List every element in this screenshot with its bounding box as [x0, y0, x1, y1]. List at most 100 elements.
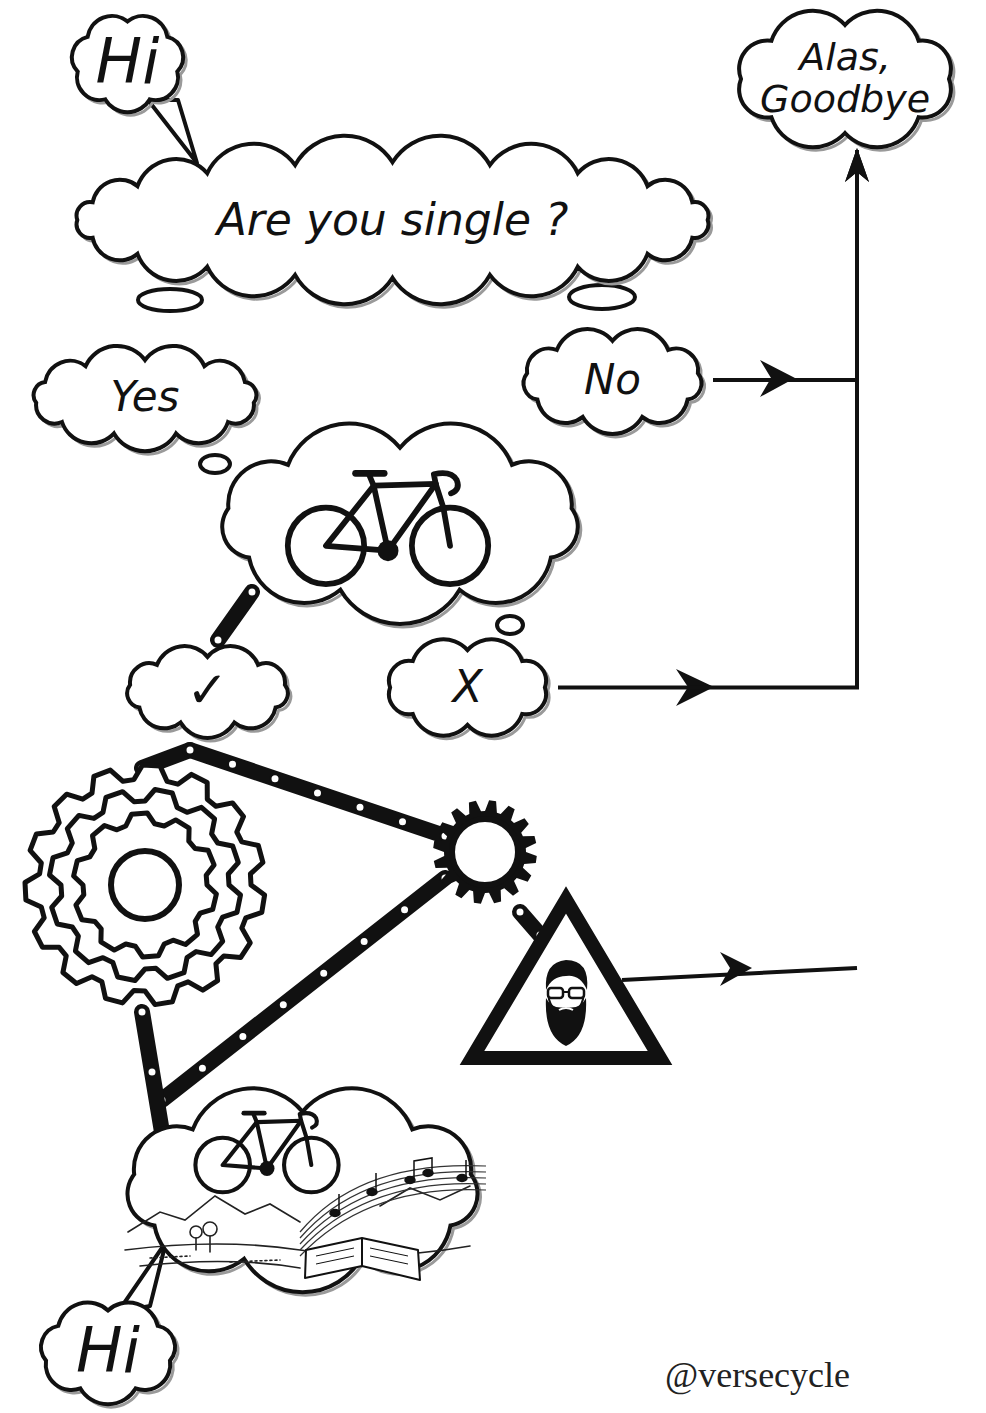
gear-cassette: [111, 851, 179, 919]
cloud-outline: [72, 16, 183, 112]
music-staff: [300, 1166, 486, 1256]
music-note: [330, 1158, 467, 1217]
thought-bubble: [569, 285, 635, 309]
text-holder: Hi: [28, 1294, 188, 1409]
speech-bubble: Alas, Goodbye: [720, 4, 970, 154]
thought-bubble: [497, 616, 523, 634]
cloud-text: Yes: [111, 374, 180, 420]
landscape: [203, 1222, 217, 1236]
bike-chain: [238, 1032, 247, 1041]
gear-cassette: [25, 765, 537, 1005]
thought-bubble: [138, 289, 202, 311]
landscape: [190, 1226, 202, 1238]
bicycle-icon: [288, 473, 488, 584]
bike-chain: [319, 969, 328, 978]
bike-chain: [356, 803, 365, 812]
landscape: [380, 1186, 470, 1206]
bike-chain: [516, 908, 525, 917]
bike-chain: [142, 1012, 162, 1132]
cloud-text: X: [452, 663, 482, 711]
text-holder: Hi: [60, 5, 195, 120]
dream-cloud: [127, 1088, 477, 1292]
answer-cloud: X: [375, 635, 560, 740]
bike-chain: [248, 588, 257, 597]
gear-cassette: [74, 813, 217, 957]
bike-chain: [186, 746, 195, 755]
answer-cloud: No: [510, 325, 715, 435]
open-book: [305, 1238, 420, 1280]
bike-chain: [198, 1064, 207, 1073]
bike-chain: [398, 817, 407, 826]
text-holder: No: [510, 325, 715, 435]
music-note: [414, 1158, 432, 1180]
warning-sign: [563, 991, 569, 993]
music-staff: [300, 1166, 486, 1232]
bike-chain: [400, 905, 409, 914]
warning-sign: [548, 988, 563, 998]
answer-cloud: Yes: [20, 345, 270, 450]
bike-chain: [218, 592, 252, 640]
text-holder: X: [375, 635, 560, 740]
landscape: [128, 1196, 300, 1232]
cloud-outline: [41, 1303, 175, 1405]
cloud-outline: [77, 136, 709, 304]
bike-chain: [279, 1000, 288, 1009]
bicycle-icon: [195, 1113, 338, 1192]
bike-chain: [271, 774, 280, 783]
cloud-outline: [739, 11, 951, 147]
warning-sign: [559, 1008, 573, 1010]
flow-arrow: [713, 150, 857, 380]
warning-sign: [546, 998, 586, 1046]
landscape: [150, 1256, 280, 1262]
bike-chain: [186, 746, 195, 755]
watermark: @versecycle: [665, 1354, 850, 1396]
bike-chain: [138, 1008, 147, 1017]
cloud-text: Hi: [76, 1317, 140, 1385]
bike-chain: [360, 937, 369, 946]
bike-chain: [313, 789, 322, 798]
cloud-outline: [524, 329, 702, 434]
cloud-text: ✓: [187, 663, 229, 718]
music-staff: [300, 1178, 486, 1244]
text-holder: Alas, Goodbye: [720, 4, 970, 154]
warning-sign: [546, 960, 588, 990]
gear-cassette: [25, 765, 265, 1005]
thought-bubble: [138, 285, 635, 634]
music-note: [423, 1170, 433, 1177]
speech-tail: [148, 100, 197, 163]
open-book: [305, 1238, 420, 1280]
cloud-text: No: [584, 357, 641, 403]
music-note: [465, 1160, 467, 1178]
cloud-outline: [127, 646, 288, 738]
music-staff: [300, 1184, 486, 1250]
text-holder: ✓: [115, 643, 300, 738]
open-book: [316, 1248, 408, 1264]
landscape: [140, 1261, 300, 1268]
gear-cassette: [50, 790, 241, 981]
gear-cassette: [452, 819, 518, 885]
answer-cloud: ✓: [115, 643, 300, 738]
music-note: [338, 1194, 340, 1213]
speech-bubble: Hi: [28, 1294, 188, 1409]
bike-chain: [148, 1068, 157, 1077]
text-holder: Are you single ?: [55, 140, 730, 300]
thought-cloud: [222, 423, 578, 623]
cloud-text: Hi: [96, 28, 160, 96]
thought-cloud: Are you single ?: [55, 140, 730, 300]
thought-bubble: [200, 455, 230, 473]
arrow-chevron: [676, 360, 795, 706]
open-book: [361, 1238, 363, 1266]
music-staff: [300, 1172, 486, 1238]
cloud-text: Alas, Goodbye: [745, 37, 945, 121]
music-note: [375, 1173, 377, 1192]
cloud-outline: [389, 639, 546, 735]
warning-sign: [569, 988, 584, 998]
bike-chain: [228, 760, 237, 769]
text-holder: Yes: [20, 345, 270, 450]
speech-bubble: Hi: [60, 5, 195, 120]
cloud-outline: [34, 346, 257, 451]
reject-line: [720, 952, 752, 986]
cloud-text: Are you single ?: [217, 196, 569, 244]
bike-chain: [214, 636, 223, 645]
